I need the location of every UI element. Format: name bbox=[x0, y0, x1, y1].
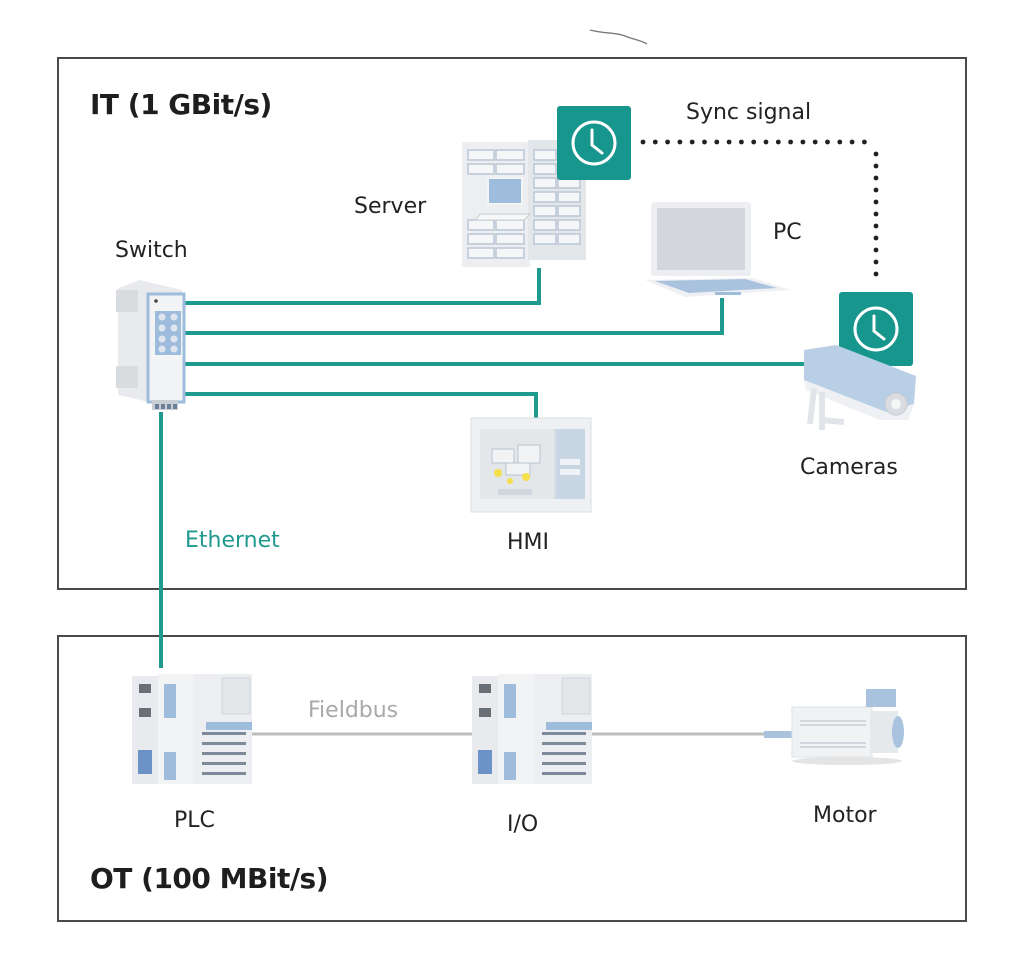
io-module-icon[interactable] bbox=[470, 670, 595, 790]
sync-dot bbox=[751, 139, 757, 145]
sync-dot bbox=[640, 139, 646, 145]
servo-motor-icon[interactable] bbox=[762, 685, 912, 765]
sync-dot bbox=[652, 139, 658, 145]
fieldbus-label: Fieldbus bbox=[308, 698, 399, 723]
plc-module-icon[interactable] bbox=[130, 670, 255, 790]
sync-dot bbox=[873, 151, 879, 157]
sync-dot bbox=[714, 139, 720, 145]
ethernet-line-pc bbox=[185, 298, 724, 335]
sync-dot bbox=[837, 139, 843, 145]
cameras-label: Cameras bbox=[800, 455, 898, 480]
sync-dot bbox=[726, 139, 732, 145]
pc-label: PC bbox=[773, 220, 802, 245]
laptop-icon[interactable] bbox=[645, 198, 795, 298]
ethernet-label: Ethernet bbox=[185, 528, 280, 553]
plc-label: PLC bbox=[174, 808, 215, 833]
sync-dot bbox=[873, 211, 879, 217]
security-camera-icon[interactable] bbox=[796, 340, 921, 440]
network-switch-icon[interactable] bbox=[112, 280, 192, 415]
sync-dot bbox=[702, 139, 707, 145]
sync-dot bbox=[873, 163, 879, 169]
ot-zone bbox=[57, 635, 967, 922]
sync-dot bbox=[862, 139, 867, 145]
sync-dot bbox=[873, 235, 879, 241]
sync-dot bbox=[873, 187, 879, 193]
sync-dot bbox=[763, 139, 769, 145]
clock-icon bbox=[571, 120, 617, 166]
sync-signal-label: Sync signal bbox=[686, 100, 812, 125]
server-label: Server bbox=[354, 194, 427, 219]
sync-dot bbox=[677, 139, 683, 145]
touch-panel-icon[interactable] bbox=[468, 415, 608, 515]
sync-signal-dotted-line bbox=[640, 139, 879, 277]
sync-dot bbox=[825, 139, 830, 145]
it-zone bbox=[57, 57, 967, 590]
sync-dot bbox=[873, 259, 879, 265]
io-label: I/O bbox=[507, 812, 539, 837]
sync-dot bbox=[800, 139, 806, 145]
sync-dot bbox=[739, 139, 744, 145]
ot-zone-title: OT (100 MBit/s) bbox=[90, 862, 329, 895]
clock-icon bbox=[853, 306, 899, 352]
sync-dot bbox=[775, 139, 781, 145]
sync-dot bbox=[665, 139, 670, 145]
sync-dot bbox=[873, 223, 879, 229]
sync-dot bbox=[689, 139, 695, 145]
switch-label: Switch bbox=[115, 238, 188, 263]
scribble-mark bbox=[589, 29, 648, 45]
motor-label: Motor bbox=[813, 803, 877, 828]
sync-dot bbox=[812, 139, 818, 145]
sync-dot bbox=[873, 247, 879, 253]
sync-dot bbox=[849, 139, 855, 145]
sync-dot bbox=[788, 139, 793, 145]
sync-dot bbox=[873, 271, 879, 277]
sync-dot bbox=[873, 199, 879, 205]
hmi-label: HMI bbox=[507, 530, 550, 555]
server-rack-icon[interactable] bbox=[458, 132, 588, 272]
server-clock-badge bbox=[557, 106, 631, 180]
ethernet-line-server bbox=[185, 268, 541, 305]
ethernet-line-hmi bbox=[185, 392, 538, 418]
it-zone-title: IT (1 GBit/s) bbox=[90, 88, 272, 121]
sync-dot bbox=[873, 175, 879, 181]
